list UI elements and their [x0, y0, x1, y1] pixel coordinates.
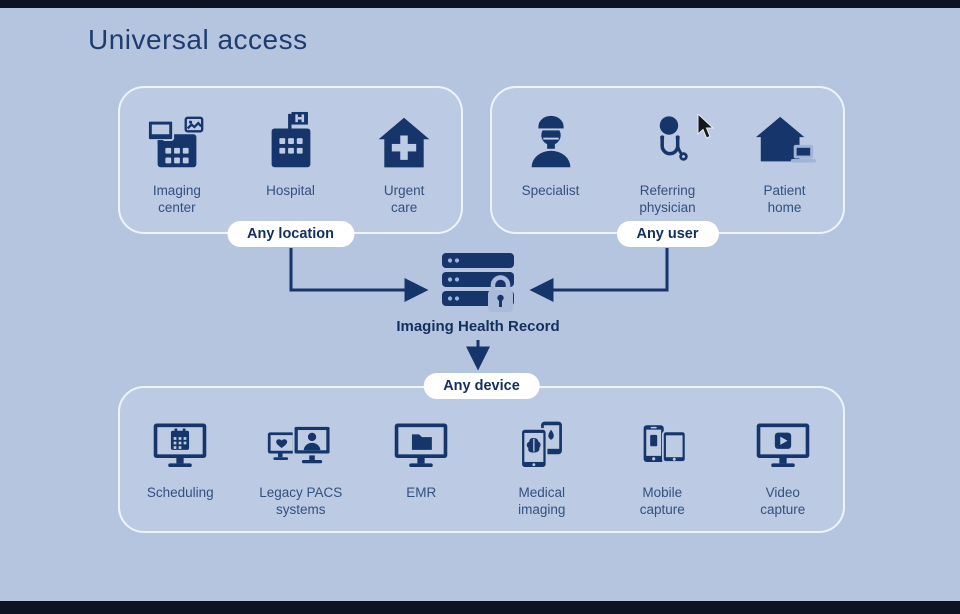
item-video-capture: Video capture [723, 419, 844, 519]
arrow-location-to-hub [289, 248, 429, 302]
device-group: Any device [118, 373, 845, 533]
bottom-letterbox [0, 601, 960, 614]
item-emr: EMR [361, 419, 482, 501]
patient-home-icon [753, 105, 817, 173]
item-label: Medical imaging [518, 485, 566, 518]
imaging-center-icon [146, 105, 208, 173]
item-label: Scheduling [146, 485, 214, 500]
item-specialist: Specialist [492, 105, 609, 199]
user-items: Specialist Referring physician [492, 88, 843, 232]
item-patient-home: Patient home [726, 105, 843, 217]
referring-physician-icon [637, 105, 699, 173]
mobile-capture-icon [634, 419, 690, 475]
location-group: Imaging center [118, 86, 463, 247]
item-hospital: Hospital [234, 105, 348, 199]
imaging-health-record-icon [440, 252, 516, 321]
item-legacy-pacs: Legacy PACS systems [241, 419, 362, 519]
video-capture-icon [754, 419, 812, 475]
item-label: Specialist [521, 183, 580, 198]
hospital-icon [260, 105, 322, 173]
item-label: Referring physician [639, 183, 696, 216]
user-group: Specialist Referring physician [490, 86, 845, 247]
item-scheduling: Scheduling [120, 419, 241, 501]
item-imaging-center: Imaging center [120, 105, 234, 217]
emr-icon [392, 419, 450, 475]
any-location-badge: Any location [226, 221, 355, 247]
device-items: Scheduling [120, 388, 843, 531]
item-referring-physician: Referring physician [609, 105, 726, 217]
legacy-pacs-icon [266, 419, 336, 475]
medical-imaging-icon [513, 419, 571, 475]
top-letterbox [0, 0, 960, 8]
urgent-care-icon [374, 105, 434, 173]
any-user-badge: Any user [616, 221, 719, 247]
item-label: Legacy PACS systems [259, 485, 343, 518]
slide-title: Universal access [88, 24, 308, 55]
item-label: Hospital [266, 183, 315, 198]
item-medical-imaging: Medical imaging [482, 419, 603, 519]
item-label: EMR [406, 485, 437, 500]
item-label: Imaging center [152, 183, 201, 216]
item-label: Urgent care [383, 183, 425, 216]
specialist-icon [520, 105, 582, 173]
imaging-health-record-label: Imaging Health Record [396, 318, 560, 335]
item-label: Mobile capture [639, 485, 685, 518]
location-items: Imaging center [120, 88, 461, 232]
item-mobile-capture: Mobile capture [602, 419, 723, 519]
item-label: Patient home [763, 183, 806, 216]
arrow-user-to-hub [529, 248, 669, 302]
any-device-badge: Any device [423, 373, 540, 399]
scheduling-icon [151, 419, 209, 475]
item-urgent-care: Urgent care [347, 105, 461, 217]
item-label: Video capture [760, 485, 806, 518]
